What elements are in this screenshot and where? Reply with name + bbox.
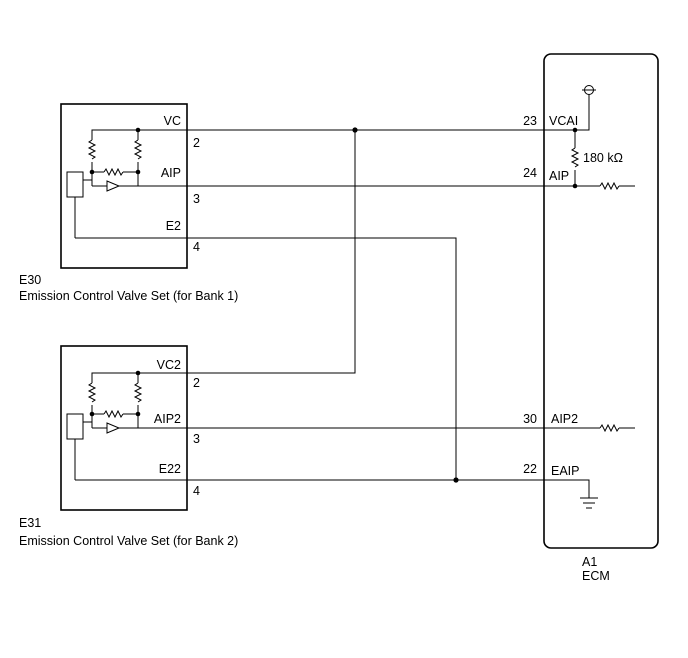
wire-e2 [187,237,457,480]
e30-pin-vc-number: 2 [193,136,200,150]
e31-pin-aip-number: 3 [193,432,200,446]
e30-component: VC AIP E2 2 3 4 E30 Emission Control Val… [19,103,238,303]
e31-code: E31 [19,516,41,530]
e31-resistor-left [87,382,97,403]
e31-pin-aip-label: AIP2 [154,412,181,426]
e31-name: Emission Control Valve Set (for Bank 2) [19,534,238,548]
ecm-code: A1 [582,555,597,569]
ecm-pin-24-label: AIP [549,169,569,183]
e30-name: Emission Control Valve Set (for Bank 1) [19,289,238,303]
e31-resistor-horizontal [103,409,124,419]
e31-sensor-element [66,413,84,440]
ecm-pin-23-number: 23 [523,114,537,128]
ecm-name: ECM [582,569,610,583]
e31-resistor-right [133,382,143,403]
ecm-component: 180 kΩ 23 24 30 22 VCAI AIP AIP2 EAIP A1… [523,53,659,583]
harness-wires [187,127,544,483]
e31-amplifier-icon [106,422,121,434]
ground-icon [580,497,598,509]
e30-pin-e2-label: E2 [166,219,181,233]
e31-pin-vc-label: VC2 [157,358,181,372]
e31-component: VC2 AIP2 E22 2 3 4 E31 Emission Control … [19,345,238,548]
e30-pin-aip-label: AIP [161,166,181,180]
e30-code: E30 [19,273,41,287]
e30-pin-aip-number: 3 [193,192,200,206]
ecm-pin-24-number: 24 [523,166,537,180]
e30-amplifier-icon [106,180,121,192]
e31-sensor-circuit [66,370,187,481]
ecm-box [543,53,659,549]
wire-vc2 [187,130,356,374]
splice-ground [453,477,459,483]
ecm-pin-22-number: 22 [523,462,537,476]
e31-pin-e2-label: E22 [159,462,181,476]
ecm-pin-30-number: 30 [523,412,537,426]
e30-sensor-element [66,171,84,198]
ecm-pin-23-label: VCAI [549,114,578,128]
splice-vc [352,127,358,133]
e31-pin-vc-number: 2 [193,376,200,390]
e30-resistor-right [133,139,143,160]
e30-resistor-left [87,139,97,160]
ecm-pullup-resistor [570,147,580,168]
e30-sensor-circuit [66,127,187,239]
e31-pin-e2-number: 4 [193,484,200,498]
e30-resistor-horizontal [103,167,124,177]
ecm-aip2-input-resistor [599,423,620,433]
ecm-pin-22-label: EAIP [551,464,580,478]
e30-pin-vc-label: VC [164,114,181,128]
ecm-pin-30-label: AIP2 [551,412,578,426]
ecm-aip-input-resistor [599,181,620,191]
e30-pin-e2-number: 4 [193,240,200,254]
ecm-resistor-value: 180 kΩ [583,151,623,165]
